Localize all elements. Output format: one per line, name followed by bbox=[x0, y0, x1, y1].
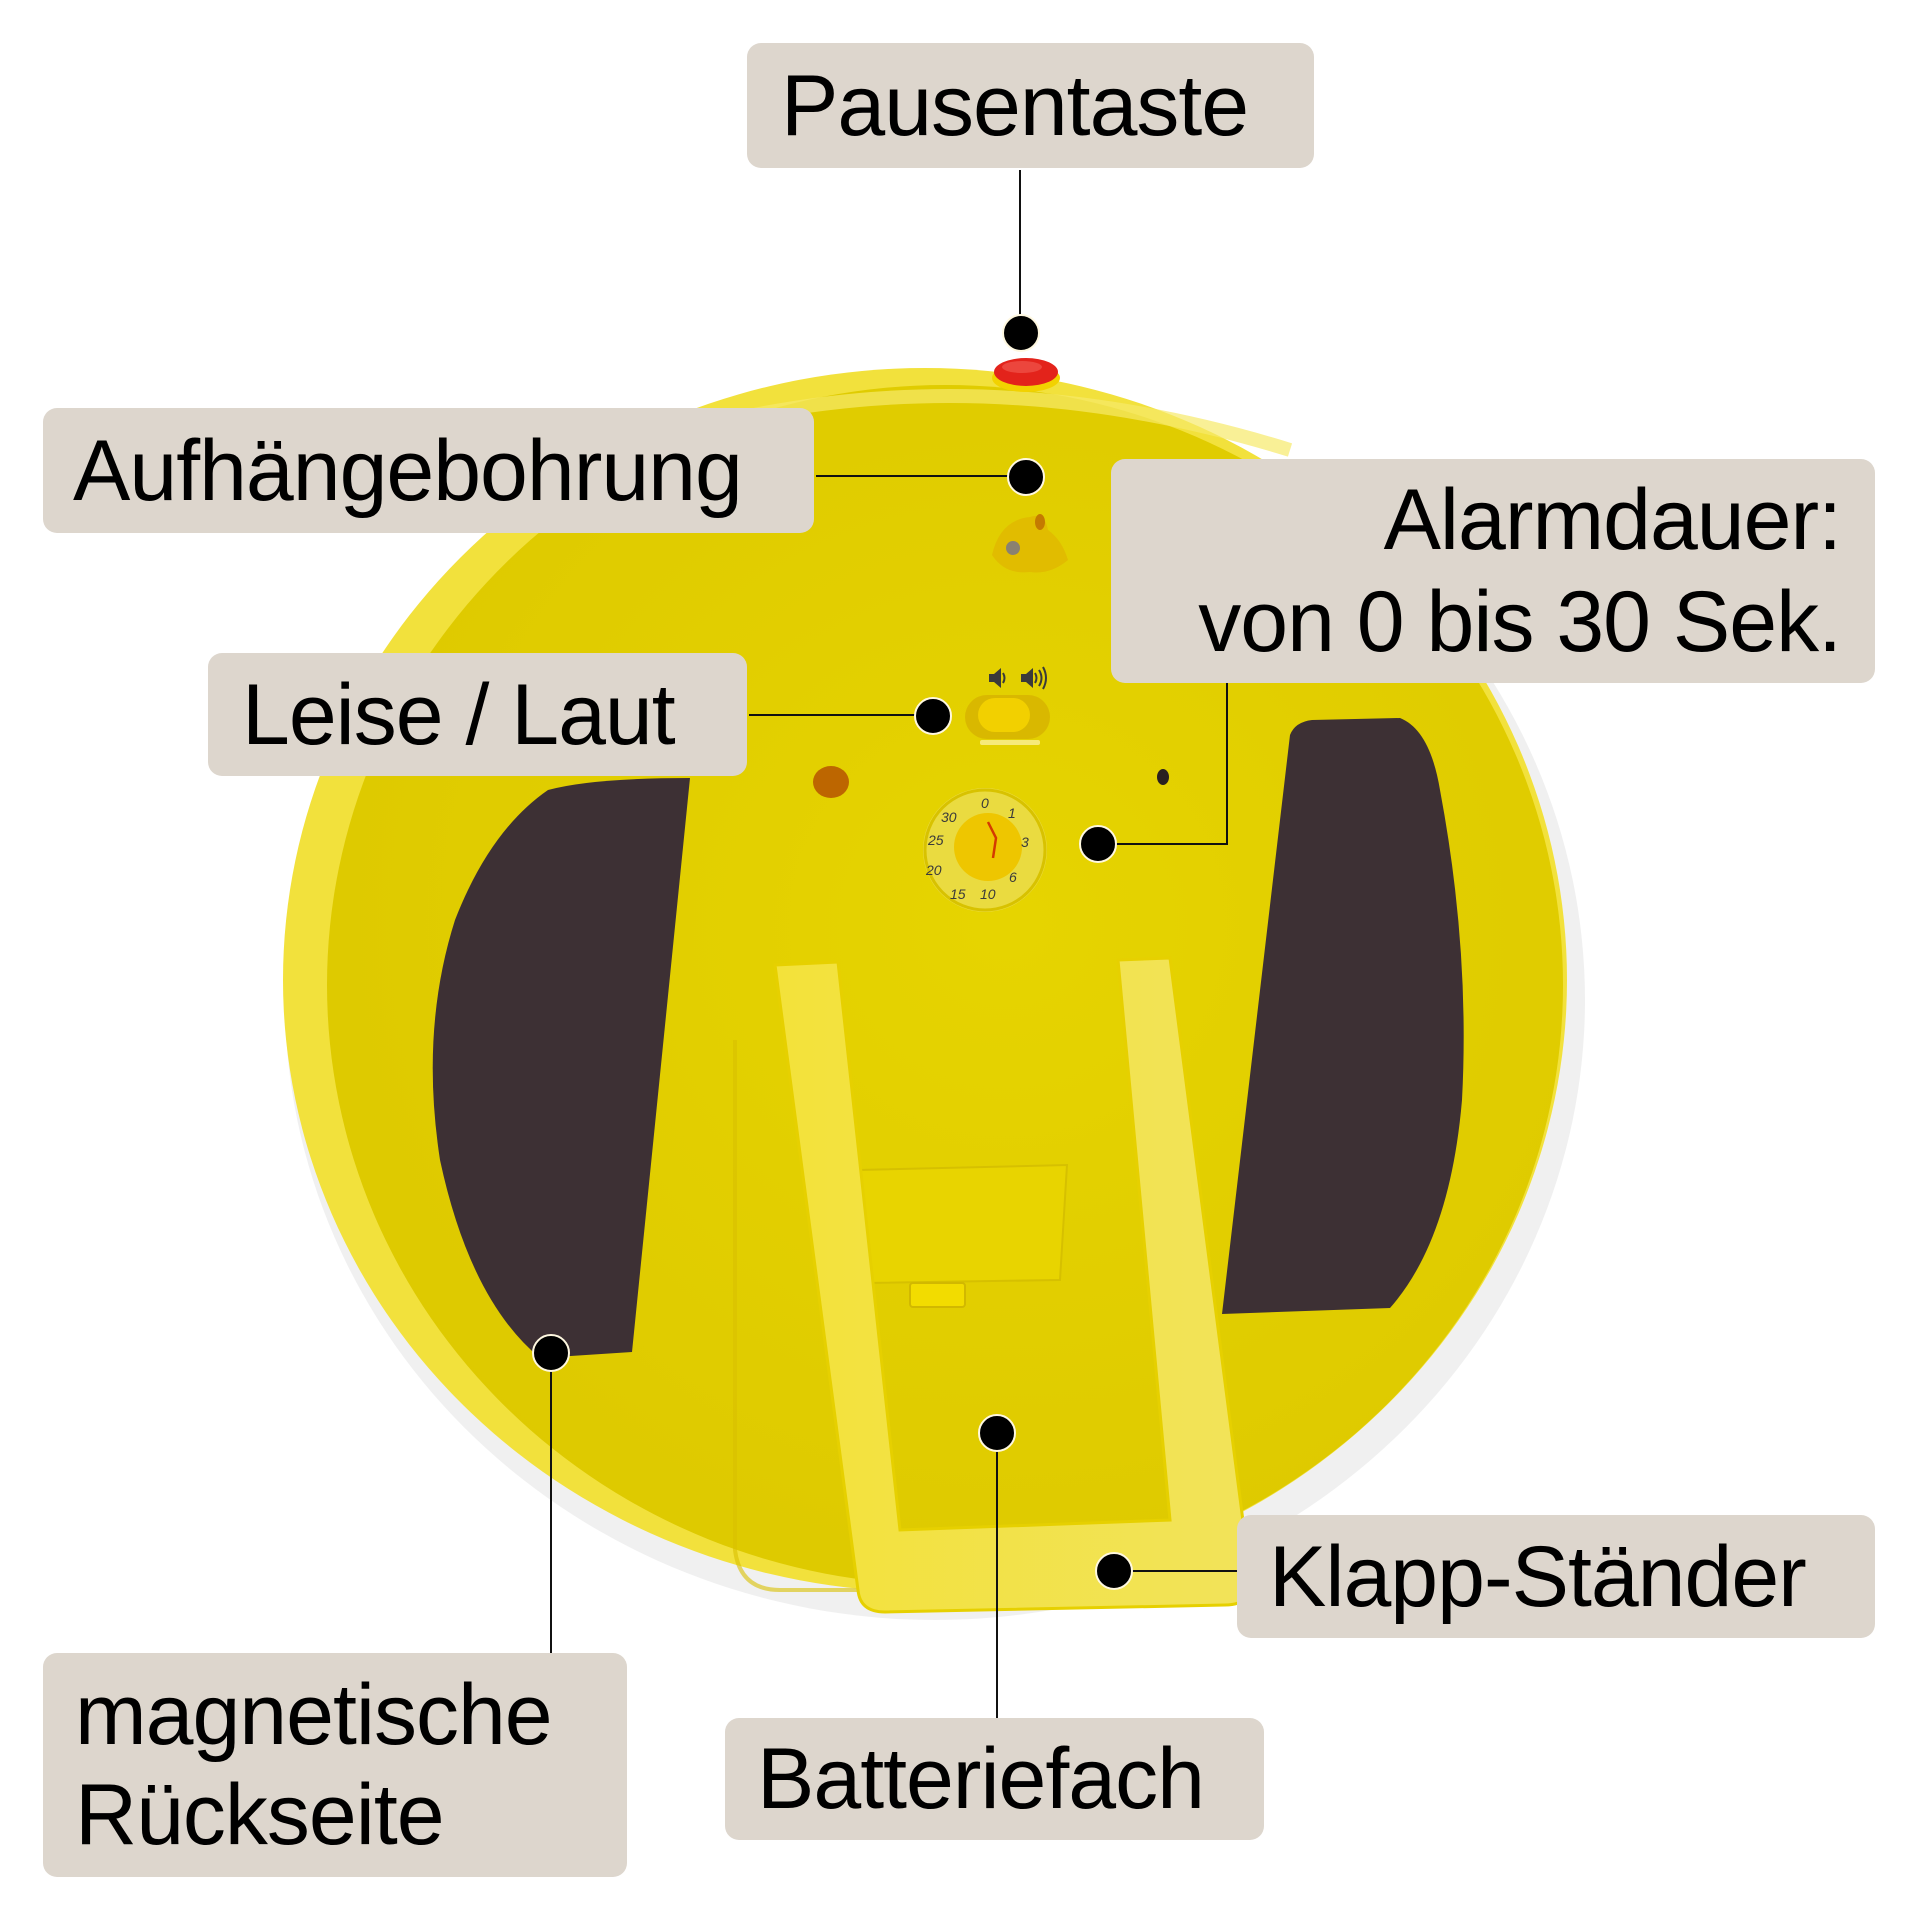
label-battery-compartment-text: Batteriefach bbox=[757, 1731, 1205, 1827]
label-alarm-duration: Alarmdauer: von 0 bis 30 Sek. bbox=[1111, 459, 1875, 683]
magnet-pad-right bbox=[1222, 718, 1464, 1314]
svg-text:6: 6 bbox=[1009, 869, 1017, 885]
label-alarm-duration-line2: von 0 bis 30 Sek. bbox=[1198, 574, 1842, 670]
battery-compartment-graphic bbox=[856, 1163, 1069, 1308]
leader-line-stand bbox=[1116, 1570, 1237, 1572]
label-magnetic-back-line1: magnetische bbox=[75, 1667, 553, 1763]
svg-text:15: 15 bbox=[950, 886, 966, 902]
hanging-hole-graphic bbox=[992, 514, 1068, 573]
alarm-duration-dial-graphic: 0 1 3 6 10 15 20 25 30 bbox=[923, 788, 1047, 912]
svg-text:0: 0 bbox=[981, 795, 989, 811]
pause-button-graphic bbox=[992, 358, 1060, 392]
marker-dot-pause bbox=[1002, 314, 1040, 352]
marker-dot-battery bbox=[978, 1414, 1016, 1452]
leader-line-alarm-horizontal bbox=[1100, 843, 1228, 845]
svg-text:1: 1 bbox=[1008, 805, 1016, 821]
label-hanging-hole-text: Aufhängebohrung bbox=[73, 422, 743, 519]
label-pause-button-text: Pausentaste bbox=[781, 57, 1249, 154]
label-folding-stand-text: Klapp-Ständer bbox=[1269, 1528, 1807, 1625]
magnet-pad-left bbox=[432, 778, 690, 1358]
label-magnetic-back-line2: Rückseite bbox=[75, 1767, 445, 1863]
label-pause-button: Pausentaste bbox=[747, 43, 1314, 168]
leader-line-pause bbox=[1019, 170, 1021, 330]
label-hanging-hole: Aufhängebohrung bbox=[43, 408, 814, 533]
svg-text:10: 10 bbox=[980, 886, 996, 902]
marker-dot-alarm bbox=[1079, 825, 1117, 863]
leader-line-volume bbox=[749, 714, 931, 716]
label-volume-switch: Leise / Laut bbox=[208, 653, 747, 776]
svg-text:3: 3 bbox=[1021, 834, 1029, 850]
speaker-low-icon bbox=[989, 668, 1006, 688]
marker-dot-magnetic bbox=[532, 1334, 570, 1372]
leader-line-magnetic bbox=[550, 1355, 552, 1653]
volume-switch-graphic bbox=[965, 666, 1050, 745]
svg-text:25: 25 bbox=[927, 832, 944, 848]
marker-dot-stand bbox=[1095, 1552, 1133, 1590]
label-volume-switch-text: Leise / Laut bbox=[242, 666, 676, 763]
leader-line-battery bbox=[996, 1435, 998, 1718]
svg-text:30: 30 bbox=[941, 809, 957, 825]
speaker-high-icon bbox=[1021, 666, 1047, 690]
svg-text:20: 20 bbox=[925, 862, 942, 878]
label-alarm-duration-line1: Alarmdauer: bbox=[1383, 472, 1842, 568]
label-battery-compartment: Batteriefach bbox=[725, 1718, 1264, 1840]
label-magnetic-back: magnetische Rückseite bbox=[43, 1653, 627, 1877]
marker-dot-volume bbox=[914, 697, 952, 735]
folding-stand-graphic bbox=[773, 956, 1253, 1614]
leader-line-hanging-hole bbox=[816, 475, 1022, 477]
leader-line-alarm-vertical bbox=[1226, 683, 1228, 845]
marker-dot-hanging-hole bbox=[1007, 458, 1045, 496]
label-folding-stand: Klapp-Ständer bbox=[1237, 1515, 1875, 1638]
